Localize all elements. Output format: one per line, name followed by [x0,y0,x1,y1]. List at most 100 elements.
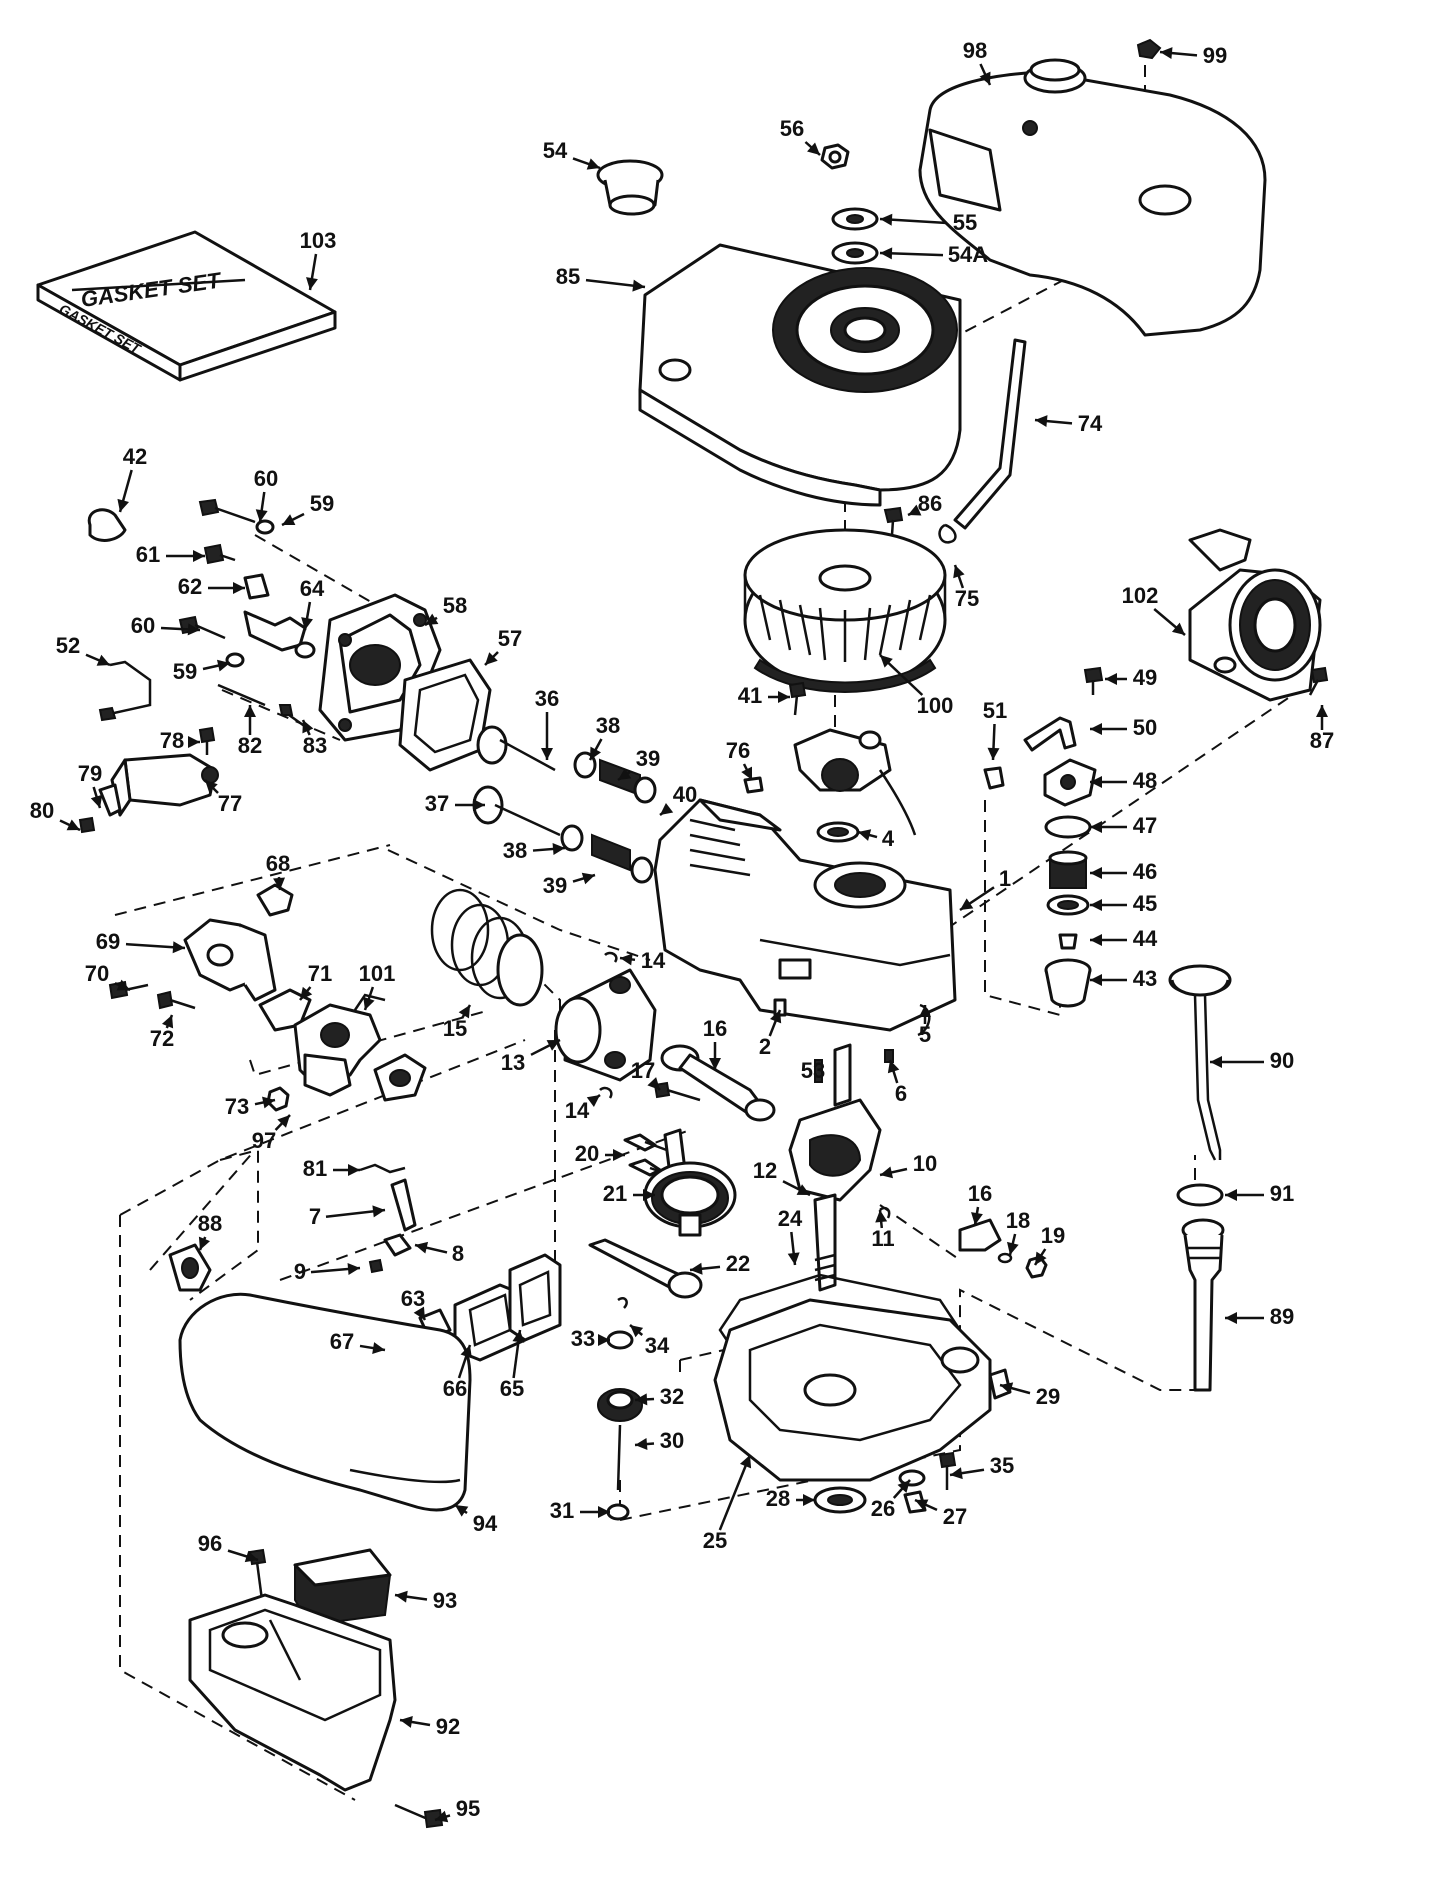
leader-arrowhead [586,158,600,170]
callout-89: 89 [1225,1304,1294,1329]
callout-99: 99 [1159,43,1227,68]
leader-arrowhead [897,1480,910,1493]
callout-40: 40 [659,782,697,816]
grommet [596,159,664,216]
callout-number: 9 [294,1259,306,1284]
leader-arrowhead [643,1189,655,1201]
screw-87 [1308,666,1329,696]
callout-number: 89 [1270,1304,1294,1329]
callout-number: 78 [160,728,184,753]
callout-77: 77 [204,779,242,816]
callout-number: 99 [1203,43,1227,68]
dowel-6 [884,1049,894,1063]
leader-arrowhead [347,1263,360,1275]
callout-number: 21 [603,1181,627,1206]
callout-number: 70 [85,961,109,986]
callout-16: 16 [968,1181,992,1226]
callout-number: 52 [56,633,80,658]
callout-number: 14 [641,948,666,973]
callout-number: 75 [955,586,979,611]
leader-arrowhead [635,1438,648,1451]
callout-59: 59 [173,659,231,684]
leader-arrowhead [541,748,553,760]
callout-number: 92 [436,1714,460,1739]
callout-86: 86 [907,491,942,517]
callout-number: 79 [78,761,102,786]
leader-arrowhead [302,720,314,734]
leader-arrowhead [598,1506,610,1518]
leader-arrowhead [348,1164,360,1176]
leader-arrowhead [796,1184,810,1195]
callout-number: 7 [309,1204,321,1229]
callout-81: 81 [303,1156,360,1181]
leader-arrowhead [979,71,991,85]
callout-number: 18 [1006,1208,1030,1233]
governor-lever [390,1178,417,1232]
callout-number: 22 [726,1251,750,1276]
callout-number: 8 [452,1241,464,1266]
callout-number: 97 [252,1128,276,1153]
callout-number: 82 [238,733,262,758]
intake-manifold [183,918,277,1002]
linkage-spring [217,683,266,707]
leader-arrowhead [875,1210,888,1223]
callout-number: 83 [303,733,327,758]
callout-6: 6 [887,1059,907,1106]
callout-39: 39 [543,872,596,898]
callout-number: 59 [310,491,334,516]
callout-94: 94 [454,1503,498,1536]
air-cleaner-cover [178,1292,472,1512]
callout-number: 91 [1270,1181,1294,1206]
leader-arrowhead [632,279,645,292]
intake-valve [472,785,561,837]
callout-number: 72 [150,1026,174,1051]
piston-pin-clip [599,951,618,1099]
callout-number: 34 [645,1333,670,1358]
callout-43: 43 [1090,966,1157,991]
drain-plug-washer [898,1469,926,1487]
crank-key-11 [879,1206,891,1219]
callout-number: 40 [673,782,697,807]
callout-number: 94 [473,1511,498,1536]
callout-60: 60 [254,466,278,523]
leader-arrowhead [908,504,922,516]
leader-arrowhead [512,1330,525,1343]
callout-10: 10 [879,1151,937,1179]
governor-retainer [606,1503,630,1521]
callout-number: 15 [443,1016,467,1041]
callout-27: 27 [914,1498,967,1529]
callout-101: 101 [359,961,395,1011]
head-gasket [398,658,492,772]
rod-bolts [653,1081,701,1102]
recoil-starter [1188,528,1322,702]
callout-number: 43 [1133,966,1157,991]
leader-arrowhead [172,941,185,954]
leader-arrowhead [880,1166,894,1179]
callout-26: 26 [871,1479,911,1521]
callout-number: 45 [1133,891,1157,916]
callout-number: 38 [596,713,620,738]
callout-number: 88 [198,1211,222,1236]
leader-arrowhead [205,780,218,793]
callout-98: 98 [963,38,992,86]
callout-53: 53 [801,1058,825,1083]
callout-number: 61 [136,542,160,567]
callout-25: 25 [703,1454,752,1553]
callout-79: 79 [78,761,103,809]
hose-clamp [938,523,957,544]
callout-number: 54A [948,242,988,267]
leader-arrowhead [787,1252,800,1265]
leader-arrowhead [193,550,205,562]
leader-arrowhead [803,1494,815,1506]
leader-arrowhead [244,1550,258,1563]
callout-number: 13 [501,1050,525,1075]
callout-87: 87 [1310,705,1334,753]
leader-arrowhead [741,766,752,780]
callout-97: 97 [252,1114,291,1153]
callout-number: 51 [983,698,1007,723]
callout-number: 60 [254,466,278,491]
callout-number: 17 [631,1058,655,1083]
callout-number: 49 [1133,665,1157,690]
sump [713,1298,992,1482]
spark-plug-cover [87,508,127,542]
